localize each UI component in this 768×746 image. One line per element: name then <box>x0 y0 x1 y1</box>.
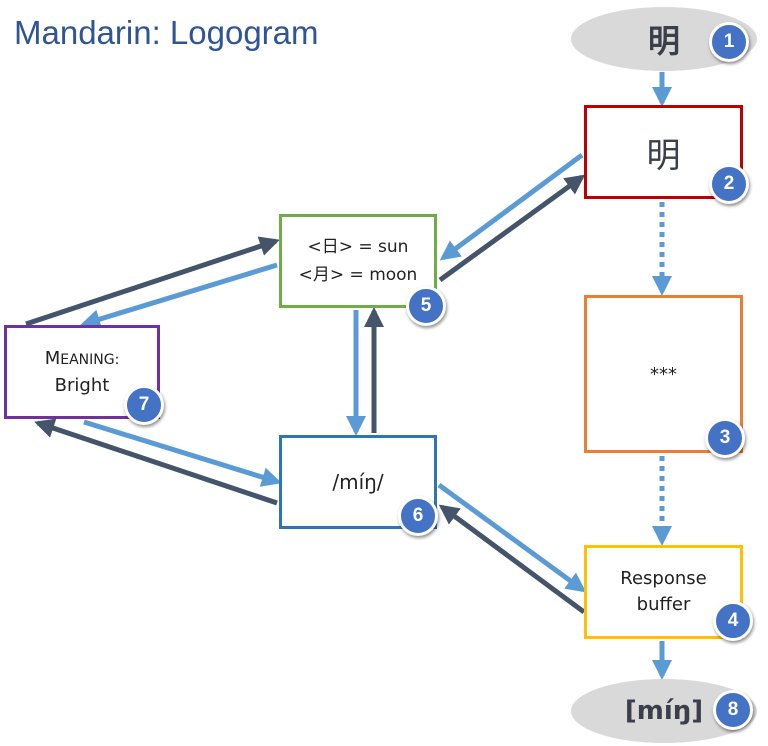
badge-2: 2 <box>709 164 749 204</box>
meaning-heading: MEANING: <box>44 347 120 369</box>
badge-4: 4 <box>713 601 753 641</box>
output-pronunciation: [míŋ] <box>624 696 704 726</box>
badge-8: 8 <box>713 690 753 730</box>
badge-6: 6 <box>398 496 438 536</box>
input-character: 明 <box>647 22 680 60</box>
meaning-value: Bright <box>54 374 110 396</box>
badge-1: 1 <box>709 22 749 62</box>
diagram-title: Mandarin: Logogram <box>14 14 319 51</box>
badge-5: 5 <box>406 286 446 326</box>
response-label-line2: buffer <box>636 594 691 615</box>
arrow-meaning-to-radicals <box>25 236 280 327</box>
badge-3: 3 <box>705 418 745 458</box>
response-label-line1: Response <box>620 568 707 589</box>
hidden-label: *** <box>650 363 677 385</box>
arrow-phonology-to-meaning <box>34 418 278 506</box>
phonology-label: /míŋ/ <box>332 470 384 494</box>
arrow-radicals-to-meaning <box>80 262 278 329</box>
arrow-meaning-to-phonology <box>83 419 282 487</box>
arrow-orthography-to-radicals <box>439 152 584 261</box>
badge-7: 7 <box>124 385 164 425</box>
arrow-radicals-to-orthography <box>438 174 586 283</box>
orthography-node: 明 <box>584 105 743 199</box>
radical-sun: <日> = sun <box>307 237 409 257</box>
orthography-character: 明 <box>646 135 681 176</box>
radical-moon: <月> = moon <box>298 265 418 285</box>
arrow-phonology-to-response <box>437 482 587 593</box>
arrow-response-to-phonology <box>438 504 586 615</box>
